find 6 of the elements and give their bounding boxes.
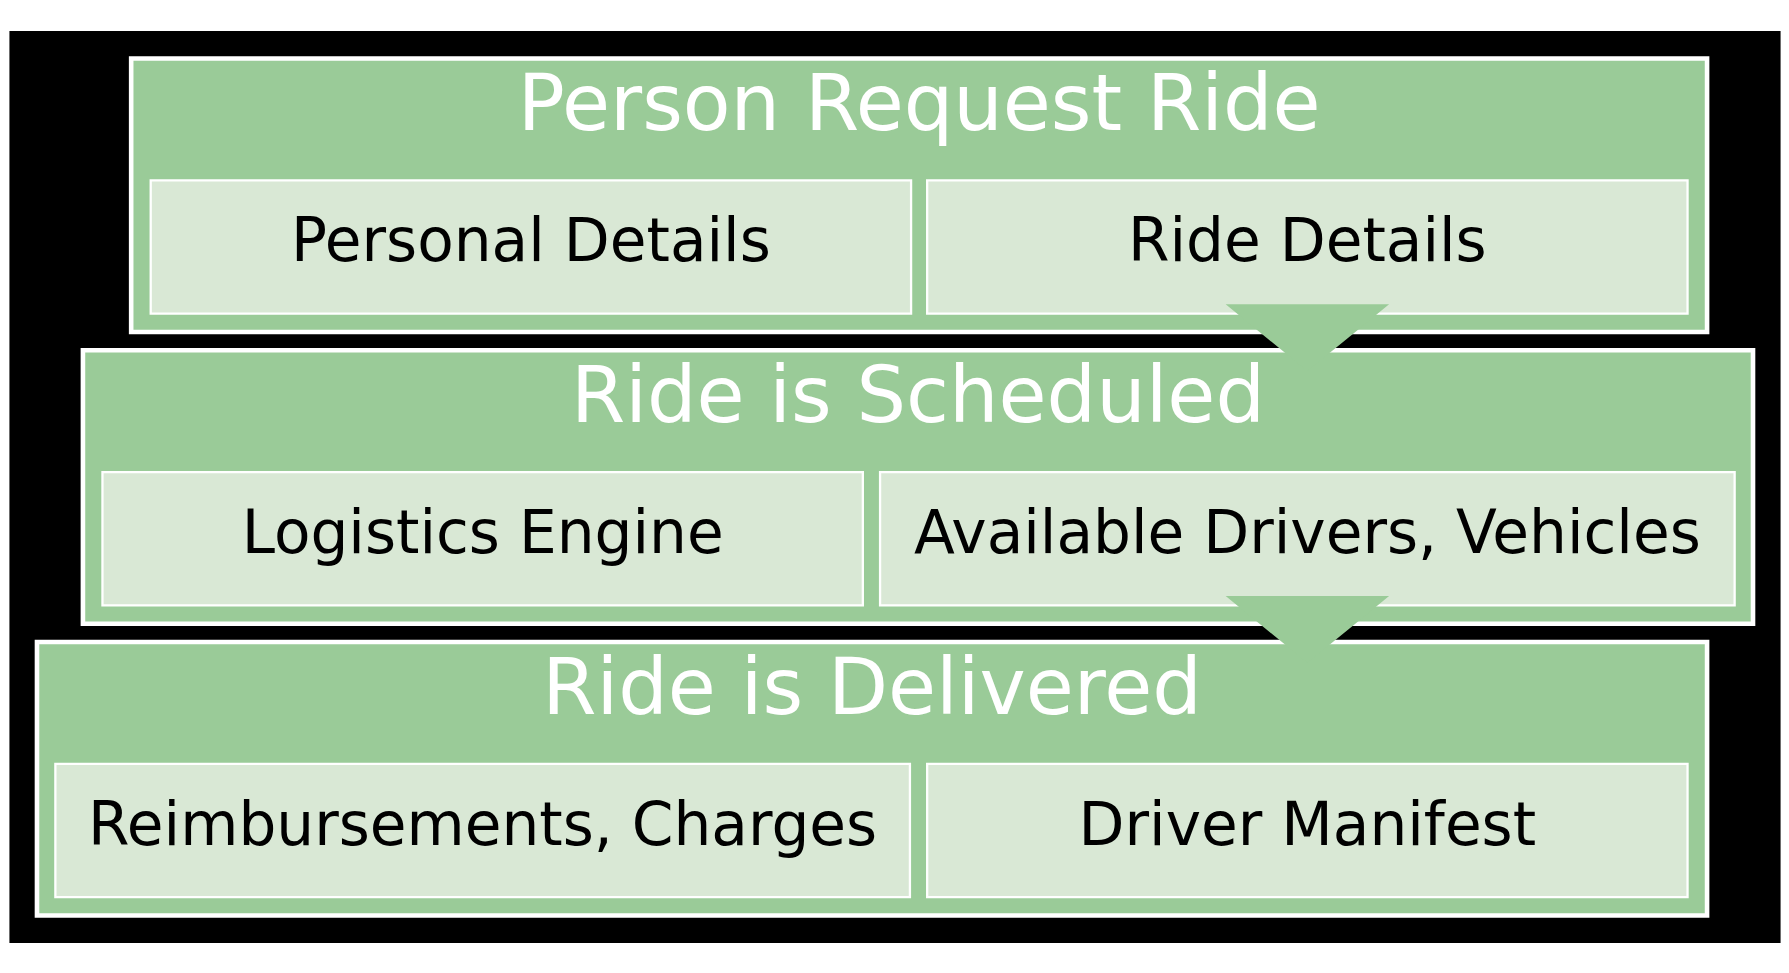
node-box: Driver Manifest	[925, 762, 1689, 898]
node-box: Ride Details	[925, 178, 1689, 315]
node-box: Available Drivers, Vehicles	[878, 470, 1736, 606]
node-box: Personal Details	[149, 178, 912, 315]
node-box: Logistics Engine	[100, 470, 864, 606]
node-box: Reimbursements, Charges	[53, 762, 911, 898]
